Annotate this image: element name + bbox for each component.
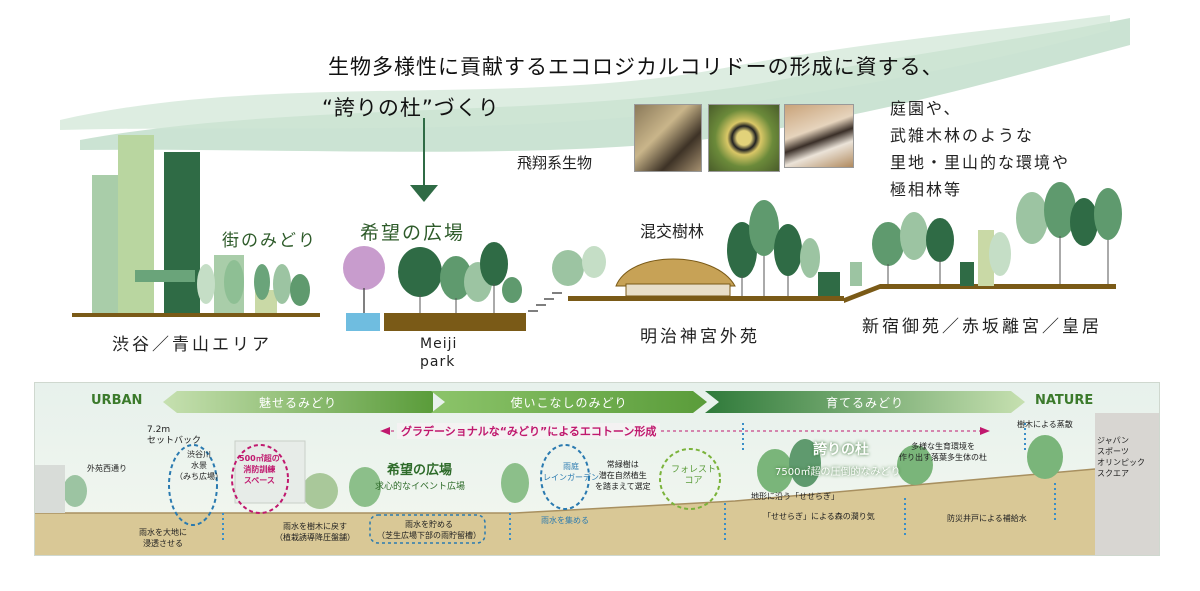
- gradation-label: グラデーショナルな“みどり”によるエコトーン形成: [397, 423, 661, 439]
- evergreen-3: を踏まえて選定: [595, 482, 651, 491]
- setback-1: 7.2m: [147, 425, 171, 435]
- forest-core-1: フォレスト: [671, 465, 717, 475]
- right-text-line4: 極相林等: [890, 180, 963, 199]
- band-tsukaikonashi: 使いこなしのみどり: [431, 391, 707, 413]
- forest-core-label: フォレスト コア: [671, 465, 716, 487]
- green-swoosh-2: [60, 15, 1110, 130]
- headline-line1: 生物多様性に貢献するエコロジカルコリドーの形成に資する、: [328, 55, 944, 79]
- headline-line2: “誇りの杜”づくり: [322, 96, 500, 120]
- rain-collect-label: 雨水を集める: [541, 516, 589, 525]
- rain-garden-1: 雨庭: [563, 462, 579, 471]
- evergreen-label: 常緑樹は 潜在自然植生 を踏まえて選定: [595, 459, 651, 492]
- rain-infiltrate-label: 雨水を大地に 浸透させる: [139, 527, 187, 549]
- japan-sport-1: ジャパン: [1097, 436, 1129, 445]
- kibou-title: 希望の広場: [387, 463, 453, 478]
- nature-label: NATURE: [1035, 393, 1094, 408]
- tit-bird-photo: [784, 104, 854, 168]
- rain-garden-label: 雨庭 レインガーデン: [543, 461, 599, 483]
- hokori-title: 誇りの杜: [813, 442, 869, 458]
- setback-label: 7.2m セットバック: [147, 425, 201, 447]
- fire-space-label: 500㎡超の 消防訓練 スペース: [239, 453, 280, 486]
- diverse-1: 多様な生育環境を: [911, 442, 975, 451]
- rain-store-1: 雨水を貯める: [405, 520, 453, 529]
- forest-core-2: コア: [684, 476, 703, 486]
- konkou-label: 混交樹林: [640, 222, 705, 241]
- rain-trees-2: （植栽誘導降圧盤舗）: [275, 533, 355, 542]
- rain-trees-1: 雨水を樹木に戻す: [283, 522, 347, 531]
- right-text-line1: 庭園や、: [890, 99, 962, 118]
- shibuya-river-1: 渋谷川: [187, 450, 211, 459]
- evergreen-2: 潜在自然植生: [598, 471, 647, 480]
- band-sodateru: 育てるみどり: [705, 391, 1025, 413]
- down-arrow-head: [410, 185, 438, 202]
- shibuya-river-label: 渋谷川 水景 （みち広場）: [175, 449, 223, 482]
- seseragi2-label: 「せせらぎ」による森の潤り気: [763, 512, 875, 521]
- japan-sport-2: スポーツ: [1097, 447, 1129, 456]
- area-gaien: 明治神宮外苑: [640, 327, 760, 347]
- meiji-park-line2: park: [420, 354, 456, 370]
- band-miseru-label: 魅せるみどり: [258, 395, 337, 410]
- meiji-park-label: Meiji park: [420, 335, 457, 371]
- area-shinjuku: 新宿御苑／赤坂離宮／皇居: [862, 317, 1102, 337]
- japan-sport-3: オリンピック: [1097, 458, 1145, 467]
- band-sodateru-label: 育てるみどり: [825, 395, 904, 410]
- rain-garden-2: レインガーデン: [543, 473, 599, 482]
- rain-trees-label: 雨水を樹木に戻す （植栽誘導降圧盤舗）: [275, 521, 355, 543]
- panel-illustration: [35, 423, 1096, 555]
- japan-sport-block: [1095, 413, 1159, 555]
- fire-space-3: スペース: [243, 476, 275, 485]
- right-text-line2: 武雑木林のような: [890, 126, 1035, 145]
- hokori-sub: 7500㎡超の圧倒的なみどり: [775, 467, 901, 478]
- diverse-2: 作り出す落葉多生体の杜: [899, 453, 987, 462]
- band-miseru: 魅せるみどり: [163, 391, 433, 413]
- machi-midori-label: 街のみどり: [222, 231, 317, 251]
- rain-store-2: （芝生広場下部の雨貯留槽）: [377, 531, 481, 540]
- hisho-label: 飛翔系生物: [517, 154, 593, 172]
- shibuya-river-3: （みち広場）: [175, 472, 223, 481]
- butterfly-photo: [708, 104, 780, 172]
- japan-sport-text: ジャパン スポーツ オリンピック スクエア: [1097, 435, 1145, 479]
- setback-2: セットバック: [147, 436, 202, 446]
- kibou-sub: 求心的なイベント広場: [375, 482, 466, 492]
- fire-space-2: 消防訓練: [243, 465, 276, 474]
- gaien-nishi-label: 外苑西通り: [87, 464, 127, 473]
- japan-sport-4: スクエア: [1097, 469, 1129, 478]
- rain-infiltrate-2: 浸透させる: [143, 539, 183, 548]
- woodpecker-photo: [634, 104, 702, 172]
- right-text-line3: 里地・里山的な環境や: [890, 153, 1071, 172]
- diverse-label: 多様な生育環境を 作り出す落葉多生体の杜: [899, 441, 987, 463]
- meiji-park-line1: Meiji: [420, 336, 458, 352]
- rain-infiltrate-1: 雨水を大地に: [139, 528, 187, 537]
- evergreen-1: 常緑樹は: [606, 460, 639, 469]
- stadium: [615, 258, 736, 287]
- seseragi-label: 地形に沿う「せせらぎ」: [751, 492, 839, 501]
- nature-description: 庭園や、 武雑木林のような 里地・里山的な環境や 極相林等: [890, 95, 1070, 203]
- urban-label: URBAN: [91, 393, 143, 408]
- kibou-hiroba-label: 希望の広場: [360, 222, 466, 244]
- area-shibuya: 渋谷／青山エリア: [112, 335, 272, 355]
- shibuya-river-2: 水景: [191, 461, 207, 470]
- tree-cut-label: 樹木による蒸散: [1017, 420, 1073, 429]
- rain-store-label: 雨水を貯める （芝生広場下部の雨貯留槽）: [375, 519, 483, 541]
- band-tsukaikonashi-label: 使いこなしのみどり: [510, 395, 628, 410]
- section-panel: 魅せるみどり 使いこなしのみどり 育てるみどり URBAN NATURE グラデ…: [34, 382, 1160, 556]
- well-label: 防災井戸による補給水: [947, 514, 1027, 523]
- top-section-illustration: [60, 15, 1130, 331]
- fire-space-1: 500㎡超の: [239, 454, 280, 463]
